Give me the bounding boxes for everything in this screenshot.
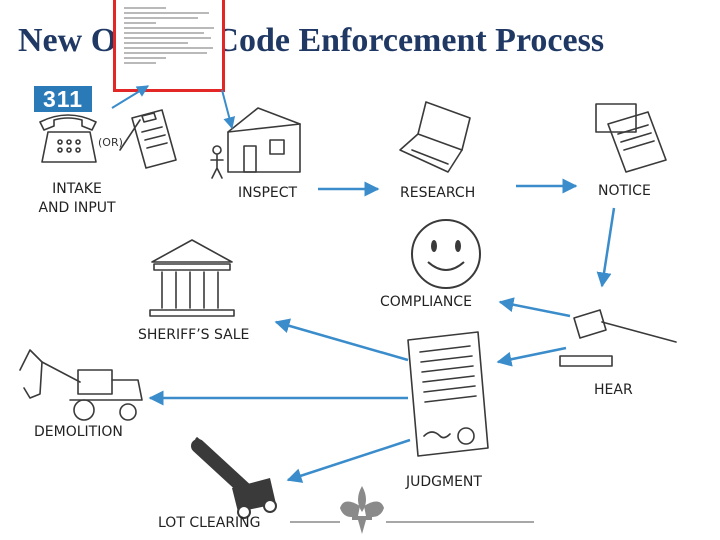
sheriffs-sale-label: SHERIFF’S SALE xyxy=(138,327,250,343)
house-icon xyxy=(227,107,301,173)
lot-clearing-label: LOT CLEARING xyxy=(158,515,261,531)
notice-letter-icon xyxy=(595,103,667,173)
backhoe-icon xyxy=(19,349,143,421)
inspect-label: INSPECT xyxy=(238,185,298,201)
or-label: (OR) xyxy=(98,136,123,149)
arrow-judgment-to-sheriffs-sale xyxy=(274,318,409,362)
notice-letter-thumbnail xyxy=(113,0,225,92)
fleur-de-lis-icon xyxy=(340,486,384,534)
gavel-icon xyxy=(559,309,677,367)
arrow-intake-to-letter xyxy=(111,85,150,109)
smiley-face-icon xyxy=(411,219,481,289)
research-label: RESEARCH xyxy=(400,185,476,201)
clipboard-icon xyxy=(119,109,177,169)
compliance-label: COMPLIANCE xyxy=(380,294,472,310)
courthouse-icon xyxy=(149,239,235,317)
judgment-label: JUDGMENT xyxy=(406,474,482,490)
arrow-hear-to-judgment xyxy=(496,346,567,367)
arrow-hear-to-compliance xyxy=(498,297,571,318)
inspector-person-icon xyxy=(210,145,224,179)
judgment-document-icon xyxy=(407,331,489,457)
arrow-notice-to-hear xyxy=(596,207,616,288)
arrow-judgment-to-lot-clearing xyxy=(286,438,411,483)
hear-label: HEAR xyxy=(594,382,633,398)
311-badge: 311 xyxy=(34,86,92,112)
laptop-icon xyxy=(399,101,471,173)
telephone-icon xyxy=(39,114,97,163)
demolition-label: DEMOLITION xyxy=(34,424,123,440)
notice-label: NOTICE xyxy=(598,183,651,199)
arrow-letter-to-inspect xyxy=(221,89,236,130)
lawn-mower-icon xyxy=(191,436,277,519)
